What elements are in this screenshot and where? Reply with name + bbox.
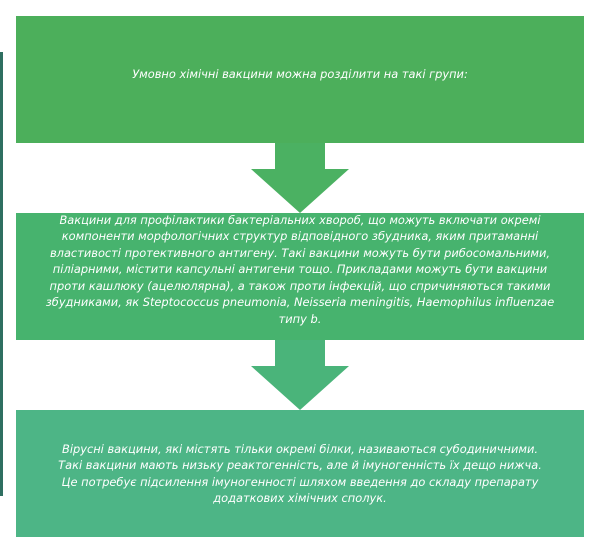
- flow-step-3-text: Вірусні вакцини, які містять тільки окре…: [58, 441, 542, 506]
- flow-step-2-text: Вакцини для профілактики бактеріальних х…: [45, 212, 555, 326]
- flow-step-3-box: Вірусні вакцини, які містять тільки окре…: [16, 410, 584, 537]
- sidebar-divider: [0, 52, 3, 496]
- arrow-down-icon: [251, 340, 349, 410]
- flow-step-1-text: Умовно хімічні вакцини можна розділити н…: [132, 67, 468, 82]
- flow-step-2-box: Вакцини для профілактики бактеріальних х…: [16, 213, 584, 340]
- arrow-down-icon: [251, 143, 349, 213]
- flow-step-1-box: Умовно хімічні вакцини можна розділити н…: [16, 16, 584, 143]
